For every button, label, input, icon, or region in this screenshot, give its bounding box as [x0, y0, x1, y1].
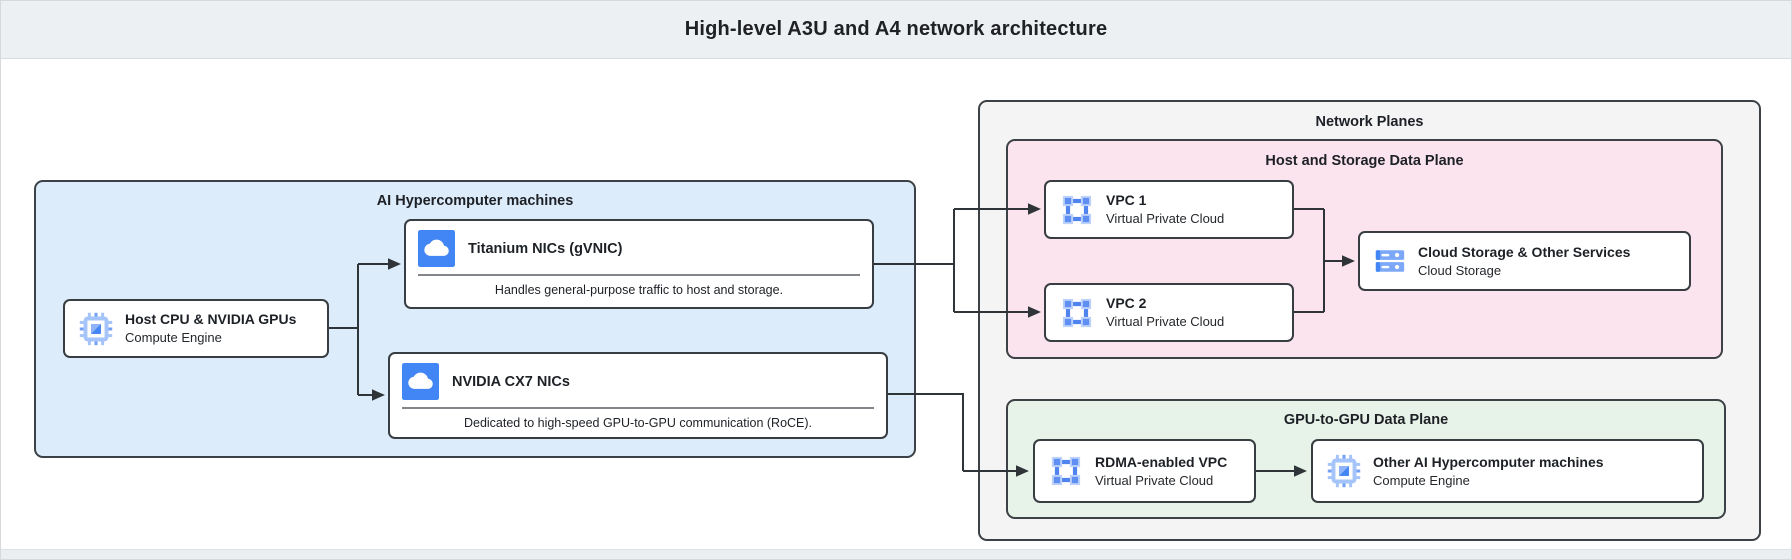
vpc-icon — [1051, 456, 1081, 486]
rdma-vpc-node: RDMA-enabled VPC Virtual Private Cloud — [1033, 439, 1256, 503]
compute-engine-icon — [1327, 454, 1361, 488]
cloud-icon — [418, 230, 455, 267]
cloud-storage-icon — [1375, 250, 1405, 272]
titanium-nics-node: Titanium NICs (gVNIC) Handles general-pu… — [404, 219, 874, 309]
nvidia-cx7-nics-node: NVIDIA CX7 NICs Dedicated to high-speed … — [388, 352, 888, 439]
cloud-storage-node: Cloud Storage & Other Services Cloud Sto… — [1358, 231, 1691, 291]
node-title: Cloud Storage & Other Services — [1418, 243, 1631, 260]
divider — [418, 274, 860, 276]
node-title: Titanium NICs (gVNIC) — [468, 240, 623, 257]
node-title: VPC 2 — [1106, 295, 1147, 312]
vpc-icon — [1062, 298, 1092, 327]
group-title: Network Planes — [1315, 114, 1424, 130]
node-description: Handles general-purpose traffic to host … — [494, 283, 784, 297]
node-title: NVIDIA CX7 NICs — [452, 373, 570, 390]
vpc1-node: VPC 1 Virtual Private Cloud — [1044, 180, 1294, 239]
header-bar: High-level A3U and A4 network architectu… — [1, 1, 1791, 59]
divider — [402, 407, 874, 409]
group-title: AI Hypercomputer machines — [376, 193, 574, 209]
page-title: High-level A3U and A4 network architectu… — [684, 18, 1108, 40]
node-title: VPC 1 — [1106, 192, 1147, 209]
node-title: Other AI Hypercomputer machines — [1373, 453, 1604, 470]
vpc-icon — [1062, 195, 1092, 224]
node-subtitle: Virtual Private Cloud — [1095, 472, 1214, 488]
other-ai-machines-node: Other AI Hypercomputer machines Compute … — [1311, 439, 1704, 503]
vpc2-node: VPC 2 Virtual Private Cloud — [1044, 283, 1294, 342]
node-subtitle: Compute Engine — [125, 330, 222, 346]
compute-engine-icon — [79, 312, 113, 345]
node-title: Host CPU & NVIDIA GPUs — [125, 311, 297, 328]
node-subtitle: Cloud Storage — [1418, 262, 1502, 278]
page-bottom-strip — [1, 549, 1791, 559]
group-title: GPU-to-GPU Data Plane — [1283, 412, 1449, 428]
node-subtitle: Virtual Private Cloud — [1106, 211, 1225, 227]
node-title: RDMA-enabled VPC — [1095, 453, 1228, 470]
cloud-icon — [402, 363, 439, 400]
group-title: Host and Storage Data Plane — [1265, 153, 1464, 169]
node-subtitle: Compute Engine — [1373, 472, 1470, 488]
node-subtitle: Virtual Private Cloud — [1106, 314, 1225, 330]
node-description: Dedicated to high-speed GPU-to-GPU commu… — [463, 416, 813, 430]
host-cpu-gpu-node: Host CPU & NVIDIA GPUs Compute Engine — [63, 299, 329, 358]
